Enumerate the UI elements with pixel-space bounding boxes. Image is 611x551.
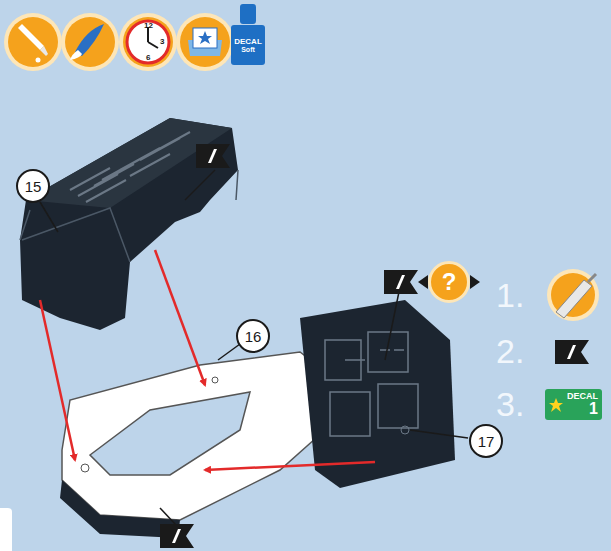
decal-icon: DECAL1 — [545, 389, 602, 420]
clock-number: 3 — [160, 38, 164, 46]
step-number: 2. — [496, 334, 524, 368]
callout-number: 15 — [16, 169, 50, 203]
arrow-head — [418, 275, 428, 289]
clock-number: 12 — [144, 22, 153, 30]
clock-number: 6 — [146, 54, 150, 62]
node-text: DECAL — [567, 392, 598, 401]
step-number: 3. — [496, 387, 524, 421]
callout-number: 16 — [236, 319, 270, 353]
leader-lines — [40, 170, 468, 525]
paint-flag — [555, 340, 589, 364]
part-16-tray — [60, 352, 330, 538]
part-15-housing — [20, 118, 238, 330]
callout-number: 17 — [469, 424, 503, 458]
page-tab — [0, 508, 12, 551]
node-text: 1 — [589, 401, 598, 417]
step-number: 1. — [496, 278, 524, 312]
node-text: Soft — [241, 46, 255, 53]
assembly-arrows — [40, 250, 375, 470]
paint-flag — [384, 270, 418, 294]
paint-flag — [196, 144, 230, 168]
node-text: 16 — [245, 329, 262, 344]
node-text: DECAL — [234, 38, 262, 46]
star-symbol — [548, 397, 564, 413]
node-text: 17 — [478, 434, 495, 449]
file-tool-icon — [547, 269, 599, 321]
paint-flag — [160, 524, 194, 548]
icon-row — [4, 4, 256, 71]
node-text: 15 — [25, 179, 42, 194]
arrow-head — [470, 275, 480, 289]
question-icon: ? — [428, 261, 470, 303]
node-text: ? — [442, 270, 457, 294]
decal-soft-bottle: DECALSoft — [231, 25, 265, 65]
part-17-panel — [300, 300, 455, 488]
